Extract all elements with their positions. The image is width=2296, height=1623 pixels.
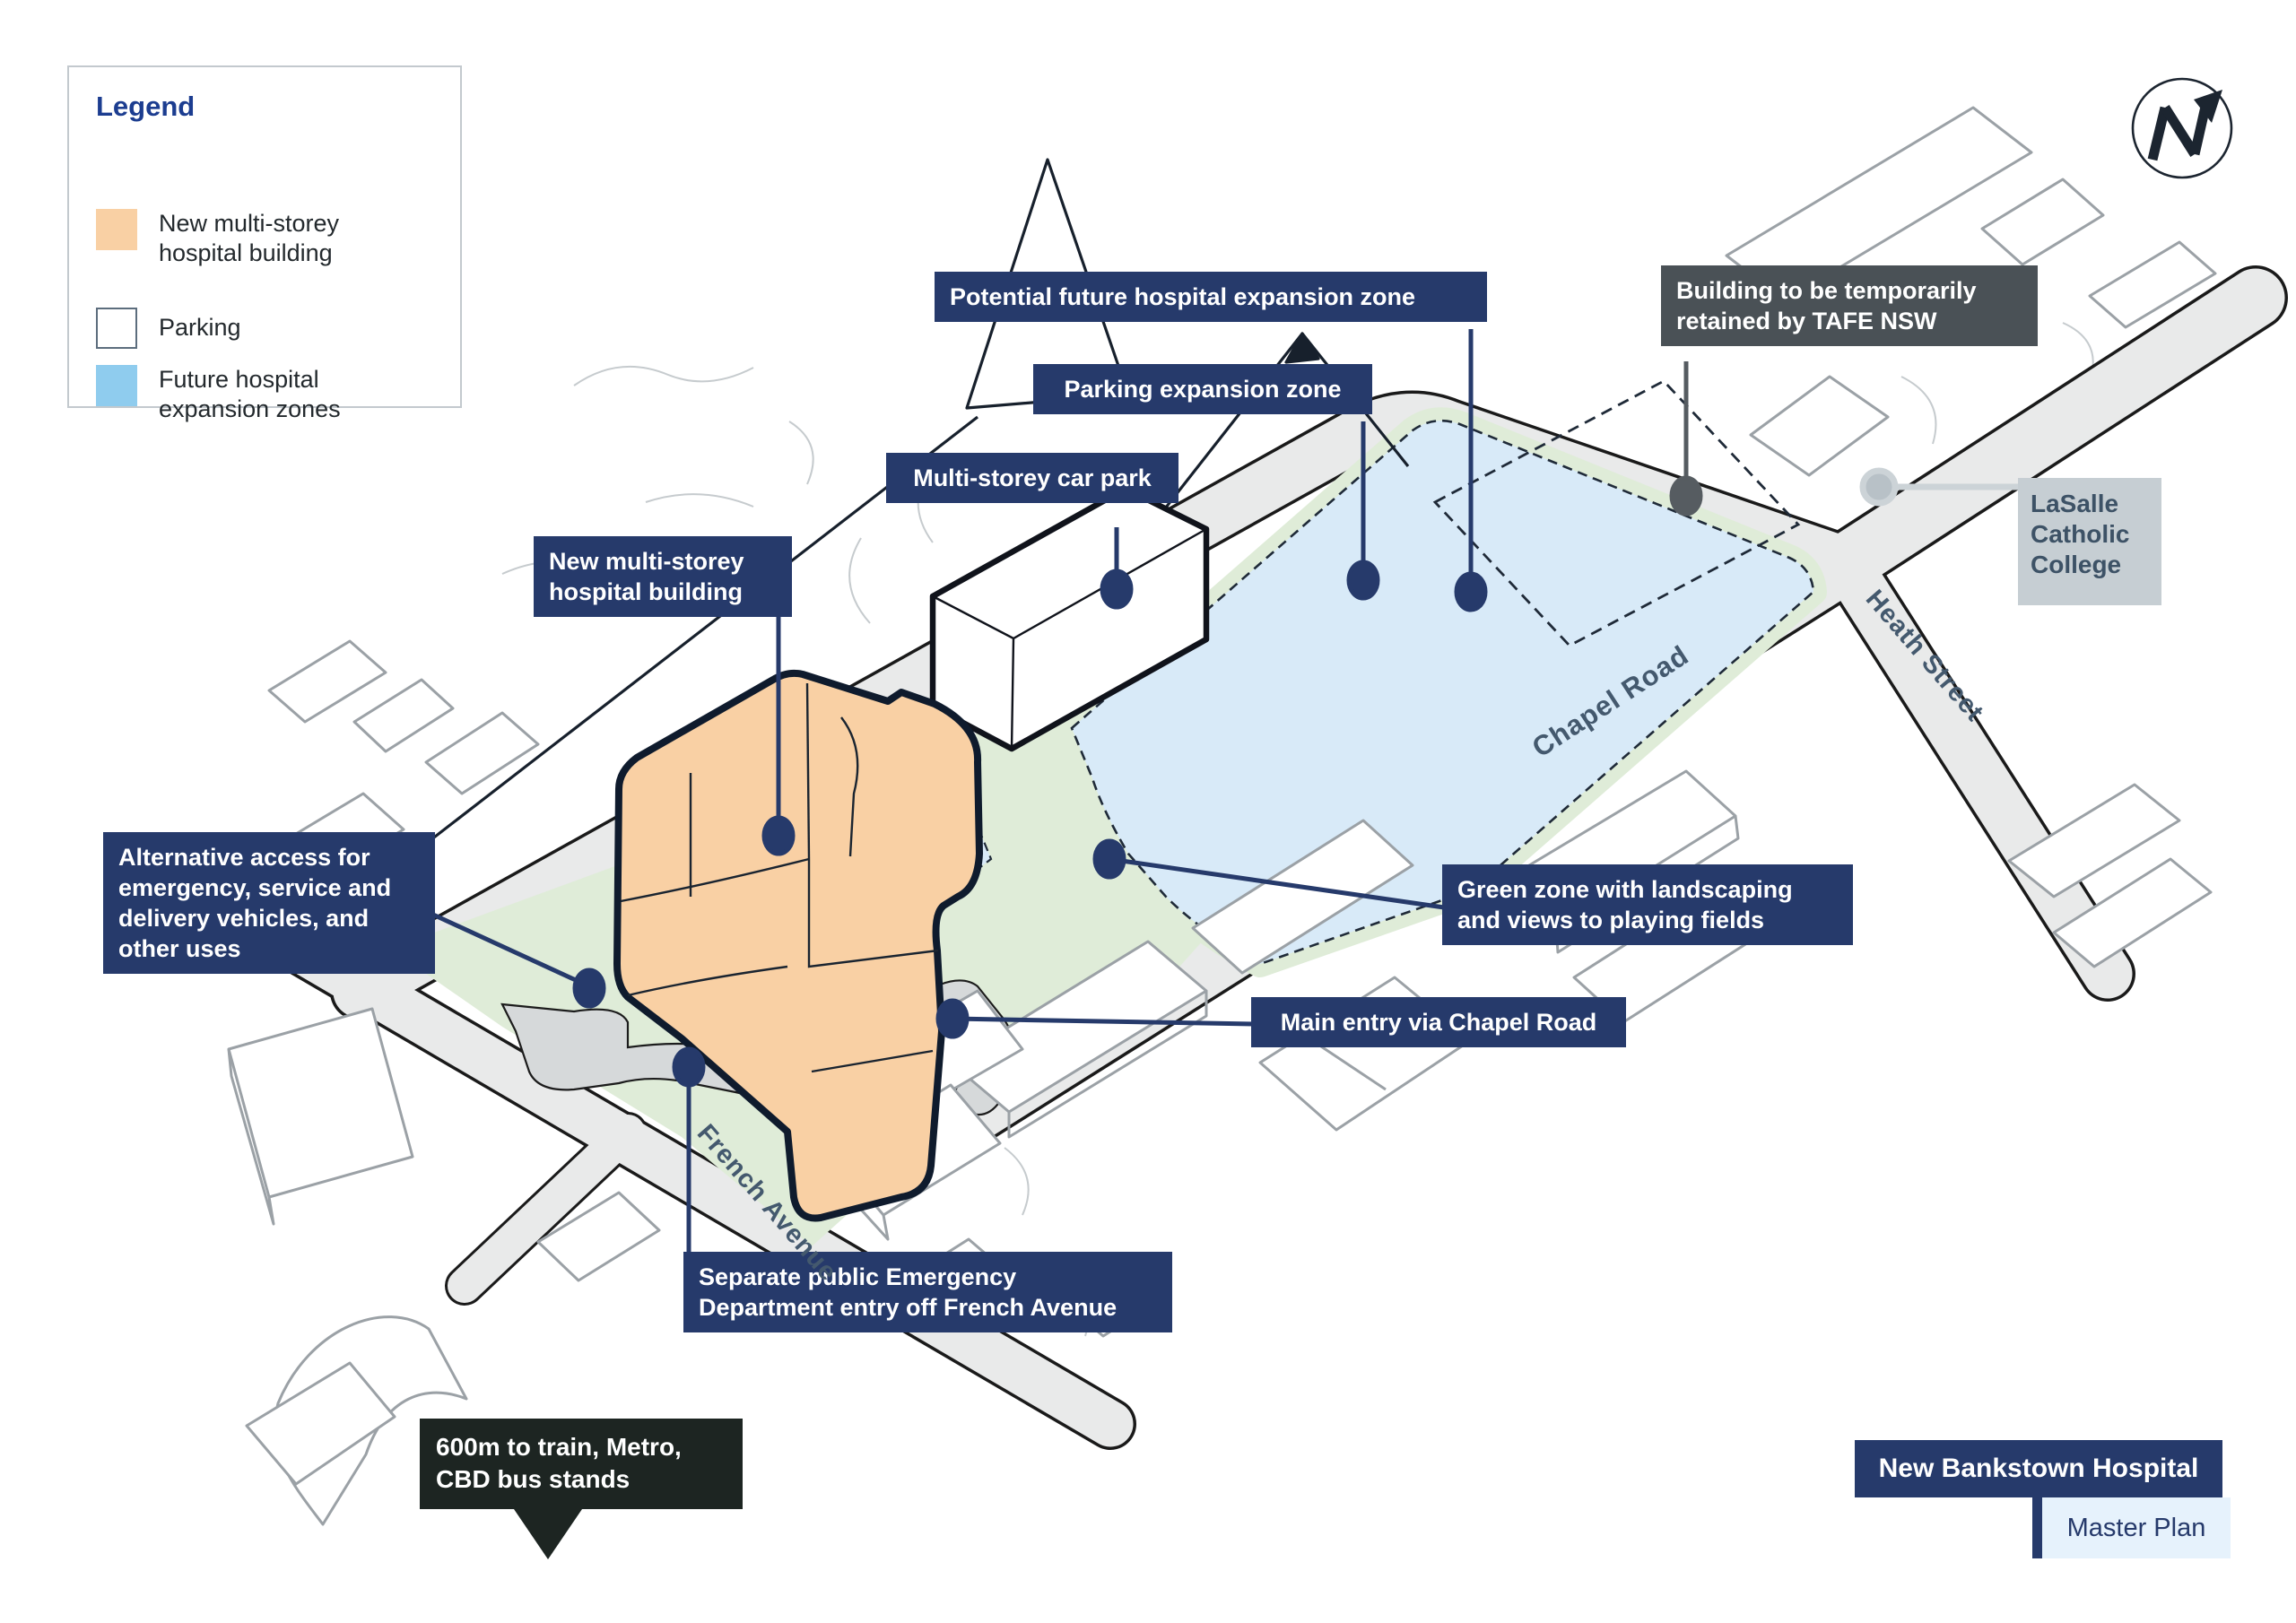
leader-green-zone bbox=[1109, 856, 1445, 910]
north-arrow-icon bbox=[2131, 77, 2233, 179]
title-block: New Bankstown Hospital Master Plan bbox=[1855, 1440, 2233, 1558]
transit-note: 600m to train, Metro, CBD bus stands bbox=[420, 1419, 743, 1559]
leader-alt-access bbox=[431, 912, 591, 989]
callout-parking-expansion: Parking expansion zone bbox=[1033, 364, 1372, 415]
tafe-retained-building-outline bbox=[1432, 379, 1801, 647]
legend-item-hospital: New multi-storey hospital building bbox=[96, 209, 419, 268]
hospital-swatch-icon bbox=[96, 209, 137, 250]
callout-main-entry: Main entry via Chapel Road bbox=[1251, 997, 1626, 1048]
callout-ed-entry: Separate public Emergency Department ent… bbox=[683, 1252, 1172, 1333]
legend-item-parking: Parking bbox=[96, 308, 419, 349]
page-title: New Bankstown Hospital bbox=[1855, 1440, 2222, 1497]
leader-lasalle bbox=[1859, 467, 2020, 507]
callout-tafe: Building to be temporarily retained by T… bbox=[1661, 265, 2038, 347]
callout-potential-expansion: Potential future hospital expansion zone bbox=[935, 272, 1487, 323]
callout-green-zone: Green zone with landscaping and views to… bbox=[1442, 864, 1853, 946]
expansion-swatch-icon bbox=[96, 365, 137, 406]
legend: Legend New multi-storey hospital buildin… bbox=[67, 65, 462, 422]
leader-tafe bbox=[1669, 361, 1703, 516]
north-arrow bbox=[2130, 76, 2234, 180]
callout-hospital: New multi-storey hospital building bbox=[534, 536, 792, 618]
lasalle-college-label: LaSalle Catholic College bbox=[2018, 478, 2161, 605]
page-subtitle: Master Plan bbox=[2042, 1497, 2231, 1558]
hospital-building bbox=[613, 669, 983, 1222]
callout-alt-access: Alternative access for emergency, servic… bbox=[103, 832, 435, 975]
title-accent-bar bbox=[2032, 1497, 2042, 1558]
parking-swatch-icon bbox=[96, 308, 137, 349]
legend-title: Legend bbox=[96, 91, 196, 122]
leader-main-entry bbox=[952, 1016, 1255, 1027]
legend-item-expansion: Future hospital expansion zones bbox=[96, 365, 374, 424]
callout-leaders bbox=[431, 329, 2020, 1254]
callout-car-park: Multi-storey car park bbox=[886, 453, 1178, 504]
